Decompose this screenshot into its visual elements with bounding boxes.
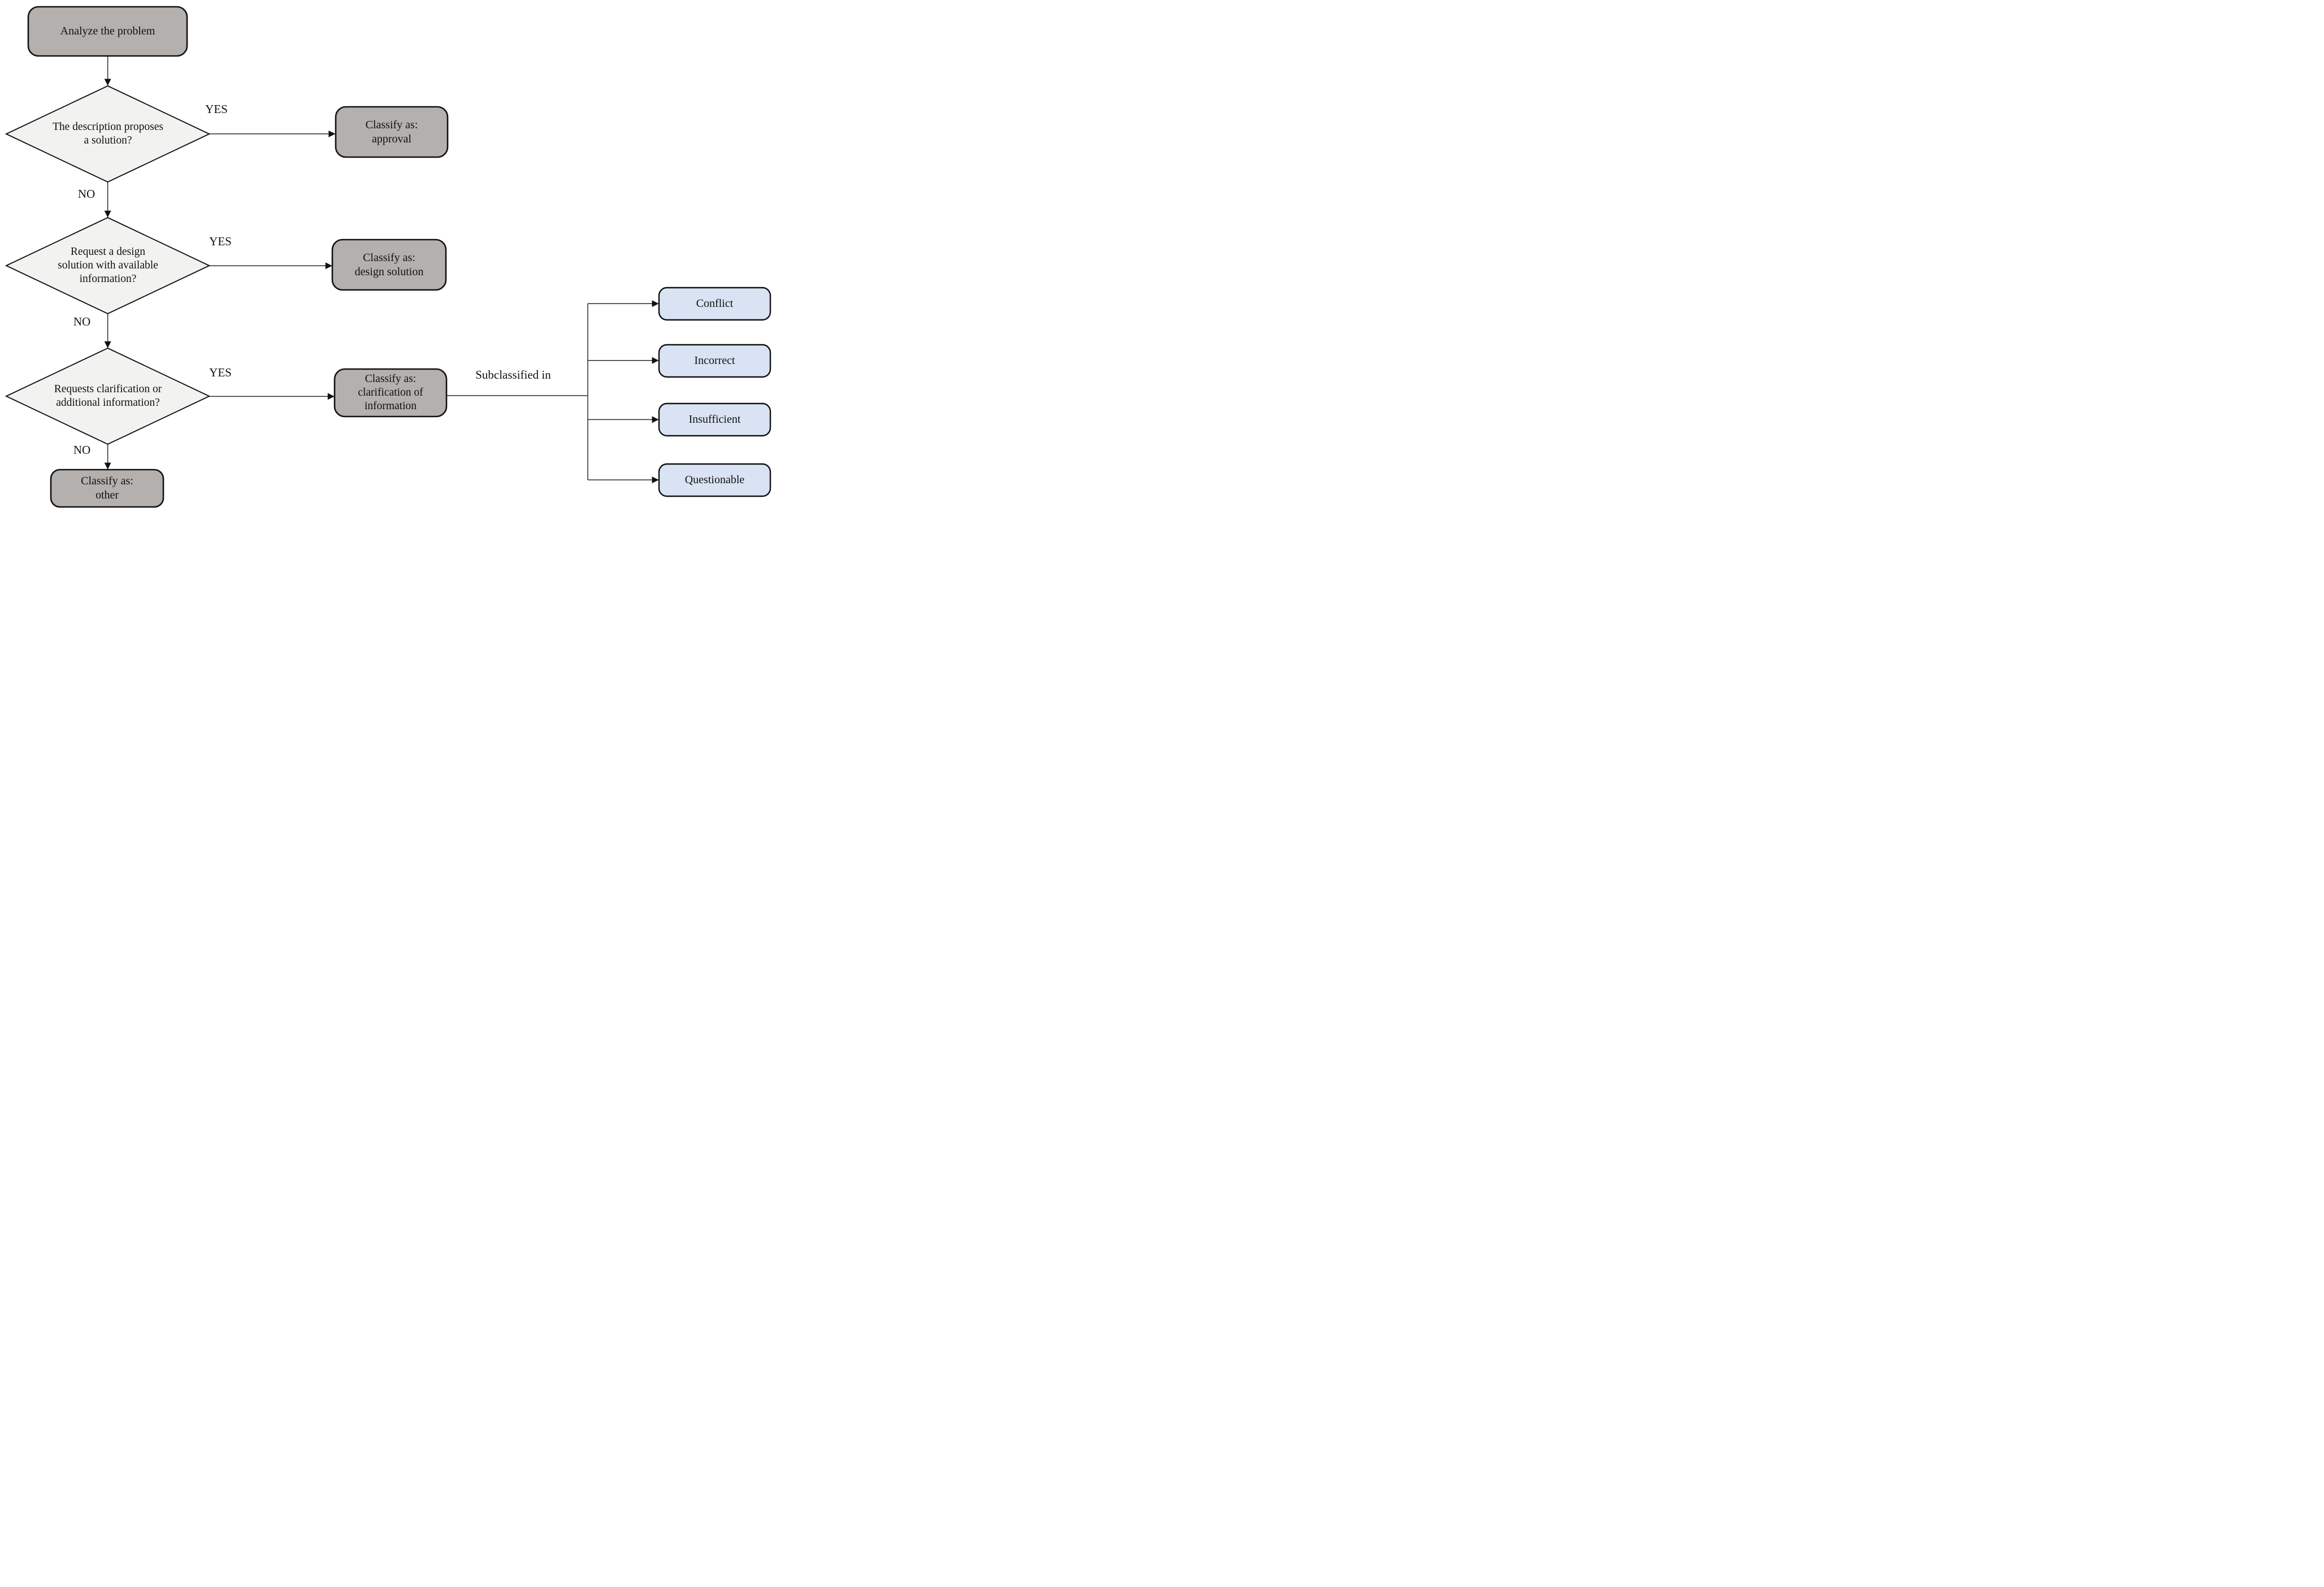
decision1-shape: [5, 85, 211, 183]
decision2-shape: [5, 216, 211, 315]
insufficient-node-label: Insufficient: [688, 413, 741, 426]
approval-node-shape: [335, 106, 449, 158]
approval-node-label: Classify as: approval: [365, 118, 418, 145]
conflict-node-label: Conflict: [696, 297, 734, 310]
decision3-yes-label: YES: [209, 365, 232, 379]
decision3-question: Requests clarification or additional inf…: [54, 383, 162, 409]
flowchart-canvas: Analyze the problem The description prop…: [0, 0, 774, 529]
flowchart-shapes-layer: [5, 6, 771, 508]
decision1-no-label: NO: [77, 187, 96, 201]
decision2-question: Request a design solution with available…: [58, 245, 158, 285]
other-node-shape: [50, 469, 164, 508]
decision2-no-label: NO: [73, 314, 91, 328]
clarification-node-shape: [333, 368, 448, 418]
subclassified-edge-label: Subclassified in: [475, 367, 551, 381]
conflict-node-shape: [658, 287, 771, 321]
decision2-yes-label: YES: [209, 234, 232, 248]
decision3-shape: [5, 347, 211, 445]
incorrect-node-label: Incorrect: [694, 354, 735, 367]
other-node-label: Classify as: other: [81, 475, 133, 501]
design-node-label: Classify as: design solution: [354, 251, 424, 278]
questionable-node-label: Questionable: [684, 474, 745, 487]
insufficient-node-shape: [658, 402, 771, 437]
questionable-node-shape: [658, 463, 771, 497]
decision1-question: The description proposes a solution?: [52, 120, 164, 146]
start-node-shape: [27, 6, 188, 57]
decision1-yes-label: YES: [205, 102, 228, 116]
design-node-shape: [331, 239, 447, 291]
start-node-label: Analyze the problem: [60, 25, 155, 38]
clarification-node-label: Classify as: clarification of informatio…: [358, 372, 423, 413]
decision3-no-label: NO: [73, 443, 91, 457]
incorrect-node-shape: [658, 344, 771, 378]
